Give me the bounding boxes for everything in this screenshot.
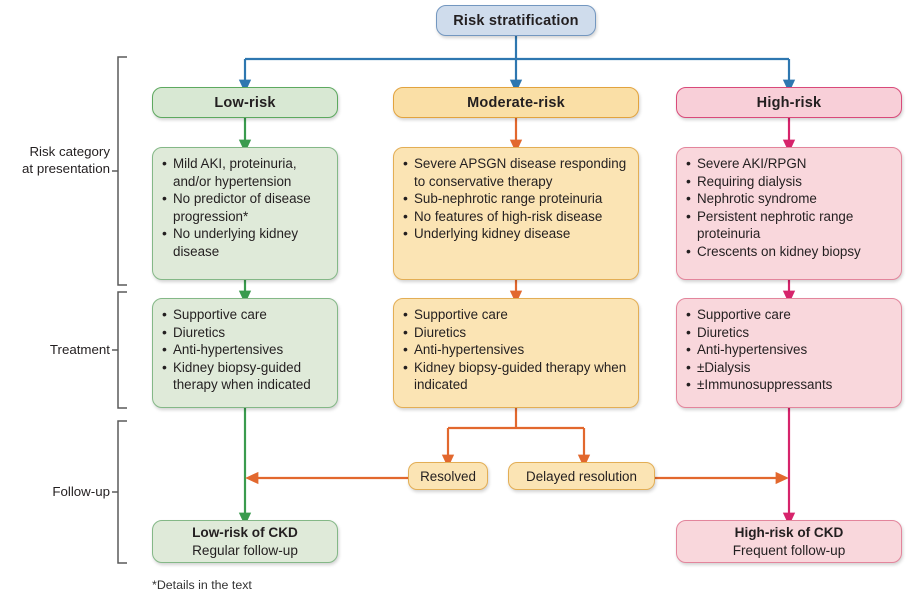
list-item: Anti-hypertensives — [686, 340, 892, 359]
list-item: Sub-nephrotic range proteinuria — [403, 189, 629, 208]
node-moderate-risk-header-label: Moderate-risk — [467, 94, 565, 111]
node-delayed-resolution-label: Delayed resolution — [526, 468, 637, 484]
node-high-risk-header-label: High-risk — [756, 94, 822, 111]
node-low-risk-header[interactable]: Low-risk — [152, 87, 338, 118]
list-item: No predictor of disease progression* — [162, 189, 328, 225]
node-low-risk-outcome-sub: Regular follow-up — [192, 542, 298, 558]
rail-label-risk-category: Risk category at presentation — [0, 143, 110, 177]
list-item: Requiring dialysis — [686, 172, 892, 191]
rail-label-treatment: Treatment — [49, 342, 110, 357]
node-resolved-label: Resolved — [420, 468, 476, 484]
list-item: Severe APSGN disease responding to conse… — [403, 154, 629, 190]
list-item: Anti-hypertensives — [403, 340, 629, 359]
list-item: Crescents on kidney biopsy — [686, 242, 892, 261]
list-item: Nephrotic syndrome — [686, 189, 892, 208]
low-risk-criteria-list: Mild AKI, proteinuria, and/or hypertensi… — [162, 154, 328, 261]
node-high-risk-criteria[interactable]: Severe AKI/RPGN Requiring dialysis Nephr… — [676, 147, 902, 280]
list-item: No features of high-risk disease — [403, 207, 629, 226]
node-high-risk-treatment[interactable]: Supportive care Diuretics Anti-hypertens… — [676, 298, 902, 408]
list-item: Anti-hypertensives — [162, 340, 328, 359]
node-resolved[interactable]: Resolved — [408, 462, 488, 490]
list-item: Underlying kidney disease — [403, 224, 629, 243]
list-item: Persistent nephrotic range proteinuria — [686, 207, 892, 243]
list-item: Kidney biopsy-guided therapy when indica… — [403, 358, 629, 394]
node-low-risk-outcome[interactable]: Low-risk of CKD Regular follow-up — [152, 520, 338, 563]
list-item: Severe AKI/RPGN — [686, 154, 892, 173]
section-brackets — [112, 56, 127, 564]
list-item: Mild AKI, proteinuria, and/or hypertensi… — [162, 154, 328, 190]
list-item: ±Immunosuppressants — [686, 375, 892, 394]
list-item: Kidney biopsy-guided therapy when indica… — [162, 358, 328, 394]
rail-label-risk-category-line1: Risk category — [29, 144, 110, 159]
high-risk-treatment-list: Supportive care Diuretics Anti-hypertens… — [686, 305, 892, 394]
node-low-risk-treatment[interactable]: Supportive care Diuretics Anti-hypertens… — [152, 298, 338, 408]
node-delayed-resolution[interactable]: Delayed resolution — [508, 462, 655, 490]
node-high-risk-outcome[interactable]: High-risk of CKD Frequent follow-up — [676, 520, 902, 563]
rail-label-risk-category-line2: at presentation — [22, 161, 110, 176]
node-low-risk-criteria[interactable]: Mild AKI, proteinuria, and/or hypertensi… — [152, 147, 338, 280]
node-risk-stratification[interactable]: Risk stratification — [436, 5, 596, 36]
moderate-risk-criteria-list: Severe APSGN disease responding to conse… — [403, 154, 629, 243]
node-risk-stratification-label: Risk stratification — [453, 12, 579, 29]
list-item: Diuretics — [162, 323, 328, 342]
node-high-risk-outcome-sub: Frequent follow-up — [732, 542, 846, 558]
list-item: Diuretics — [686, 323, 892, 342]
high-risk-criteria-list: Severe AKI/RPGN Requiring dialysis Nephr… — [686, 154, 892, 261]
list-item: No underlying kidney disease — [162, 224, 328, 260]
connector-root-to-branches — [238, 36, 796, 93]
node-low-risk-outcome-title: Low-risk of CKD — [192, 524, 298, 540]
node-moderate-risk-criteria[interactable]: Severe APSGN disease responding to conse… — [393, 147, 639, 280]
node-moderate-risk-treatment[interactable]: Supportive care Diuretics Anti-hypertens… — [393, 298, 639, 408]
list-item: Supportive care — [403, 305, 629, 324]
low-risk-treatment-list: Supportive care Diuretics Anti-hypertens… — [162, 305, 328, 394]
node-low-risk-header-label: Low-risk — [214, 94, 276, 111]
rail-label-follow-up: Follow-up — [52, 484, 110, 499]
list-item: Supportive care — [686, 305, 892, 324]
list-item: ±Dialysis — [686, 358, 892, 377]
node-moderate-risk-header[interactable]: Moderate-risk — [393, 87, 639, 118]
footnote: *Details in the text — [152, 578, 252, 592]
node-high-risk-header[interactable]: High-risk — [676, 87, 902, 118]
node-high-risk-outcome-title: High-risk of CKD — [734, 524, 844, 540]
list-item: Diuretics — [403, 323, 629, 342]
list-item: Supportive care — [162, 305, 328, 324]
moderate-risk-treatment-list: Supportive care Diuretics Anti-hypertens… — [403, 305, 629, 394]
